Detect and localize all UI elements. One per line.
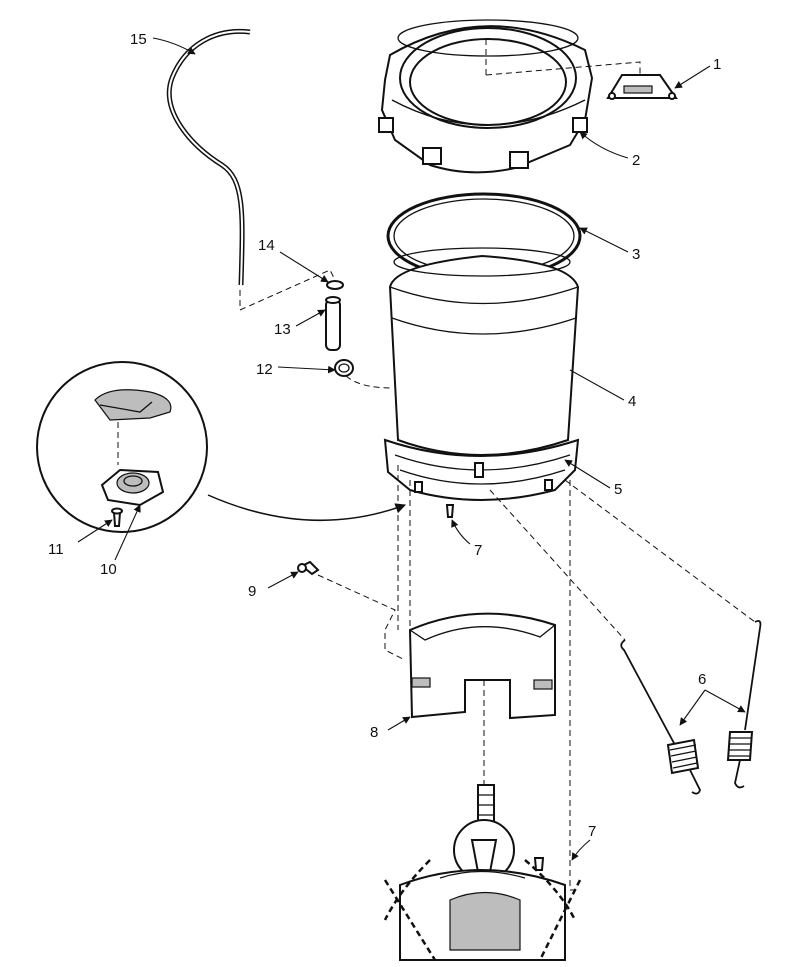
part-10-mount (100, 468, 165, 507)
leader-lines (77, 37, 746, 861)
detail-inset (36, 361, 406, 533)
part-13-tube (325, 296, 341, 351)
part-8-shield (408, 612, 556, 720)
part-7-screw-upper (445, 504, 455, 518)
callout-15: 15 (130, 31, 147, 48)
part-4-tub (388, 247, 580, 456)
callout-2: 2 (632, 152, 640, 169)
part-6-springs (620, 619, 762, 795)
callout-3: 3 (632, 246, 640, 263)
alignment-lines (239, 40, 756, 891)
part-9-bolt (297, 560, 320, 576)
callout-14: 14 (258, 237, 275, 254)
callout-4: 4 (628, 393, 636, 410)
part-1-bracket (606, 74, 678, 100)
callout-11: 11 (48, 541, 64, 558)
part-12-grommet (334, 359, 354, 377)
callout-7-lower: 7 (588, 823, 596, 840)
callout-labels: 1 2 3 4 5 6 7 7 8 9 10 11 12 13 14 15 (48, 31, 721, 840)
callout-10: 10 (100, 561, 117, 578)
callout-8: 8 (370, 724, 378, 741)
callout-1: 1 (713, 56, 721, 73)
part-11-screw (111, 507, 123, 527)
callout-6: 6 (698, 671, 706, 688)
part-3-gasket (386, 192, 582, 280)
motor-assembly (383, 784, 582, 961)
part-15-hose (166, 28, 251, 286)
callout-12: 12 (256, 361, 273, 378)
part-5-tub-base (383, 438, 580, 501)
callout-5: 5 (614, 481, 622, 498)
callout-7-upper: 7 (474, 542, 482, 559)
callout-13: 13 (274, 321, 291, 338)
part-14-clamp (326, 280, 344, 290)
callout-9: 9 (248, 583, 256, 600)
